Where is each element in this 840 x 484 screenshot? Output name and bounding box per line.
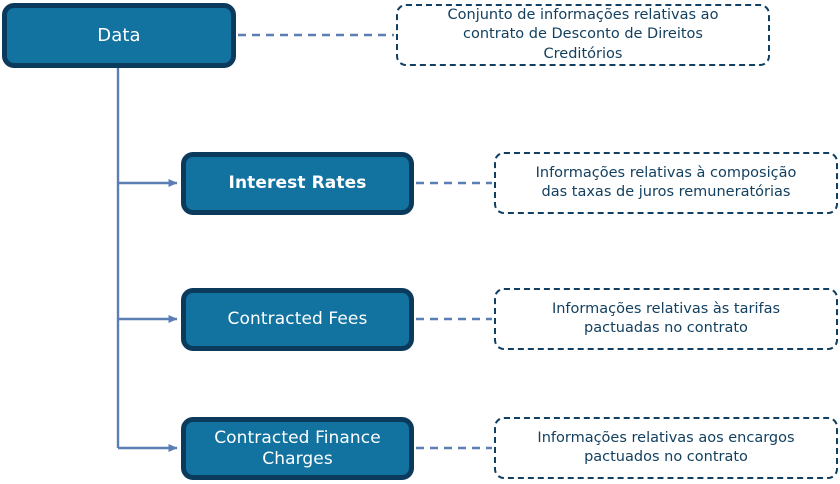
node-interest-rates[interactable]: Interest Rates: [181, 152, 414, 215]
annotation-contracted-finance-charges: Informações relativas aos encargos pactu…: [494, 417, 838, 479]
node-contracted-finance-charges[interactable]: Contracted Finance Charges: [181, 417, 414, 480]
node-contracted-fees[interactable]: Contracted Fees: [181, 288, 414, 351]
node-interest-rates-label: Interest Rates: [228, 173, 367, 194]
node-data-label: Data: [97, 24, 141, 46]
node-contracted-finance-charges-label: Contracted Finance Charges: [214, 428, 381, 469]
annotation-data: Conjunto de informações relativas ao con…: [396, 4, 770, 66]
annotation-data-text: Conjunto de informações relativas ao con…: [447, 7, 719, 62]
node-data[interactable]: Data: [2, 3, 236, 68]
annotation-interest-rates-text: Informações relativas à composição das t…: [535, 164, 797, 200]
annotation-contracted-finance-charges-text: Informações relativas aos encargos pactu…: [537, 429, 795, 465]
node-contracted-fees-label: Contracted Fees: [227, 309, 368, 330]
annotation-interest-rates: Informações relativas à composição das t…: [494, 152, 838, 214]
annotation-contracted-fees: Informações relativas às tarifas pactuad…: [494, 288, 838, 350]
annotation-contracted-fees-text: Informações relativas às tarifas pactuad…: [551, 300, 781, 336]
